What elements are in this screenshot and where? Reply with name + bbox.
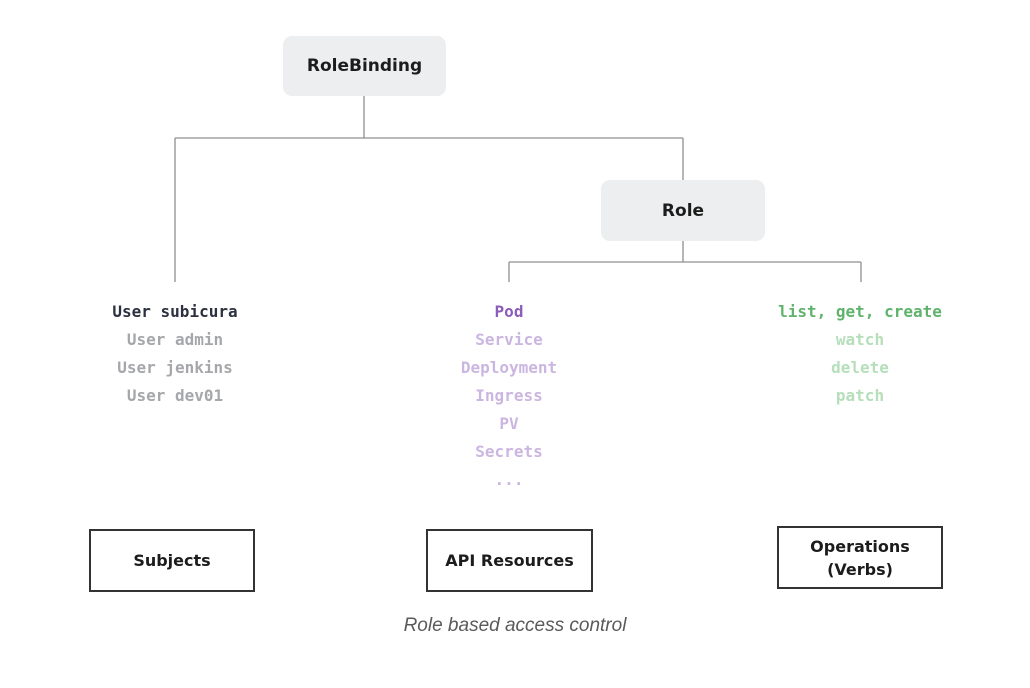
api-resources-box: API Resources [426,529,593,592]
subject-item: User jenkins [117,358,233,377]
resource-primary: Pod [494,302,524,321]
resource-item: Service [475,330,543,349]
resource-item: Deployment [460,358,558,377]
operations-box-sublabel: (Verbs) [827,559,893,579]
verbs-list: list, get, create watch delete patch [710,298,1010,410]
resource-item: Secrets [475,442,543,461]
resources-list: Pod Service Deployment Ingress PV Secret… [359,298,659,494]
resource-item: Ingress [475,386,543,405]
subjects-box: Subjects [89,529,255,592]
resource-item: PV [499,414,519,433]
subject-item: User dev01 [126,386,224,405]
resource-ellipsis: ... [494,470,524,489]
verb-item: delete [831,358,889,377]
role-label: Role [661,200,705,221]
operations-box-label: Operations [810,536,910,556]
rolebinding-label: RoleBinding [306,56,423,76]
subject-primary: User subicura [112,302,238,321]
verb-primary: list, get, create [778,302,942,321]
verb-item: patch [835,386,885,405]
api-resources-box-label: API Resources [445,551,574,570]
role-node: Role [601,180,765,241]
diagram-caption: Role based access control [403,615,627,636]
verb-item: watch [835,330,885,349]
subject-item: User admin [126,330,224,349]
subjects-list: User subicura User admin User jenkins Us… [25,298,325,410]
subjects-box-label: Subjects [133,551,211,570]
operations-box: Operations (Verbs) [777,526,943,589]
rolebinding-node: RoleBinding [283,36,446,96]
